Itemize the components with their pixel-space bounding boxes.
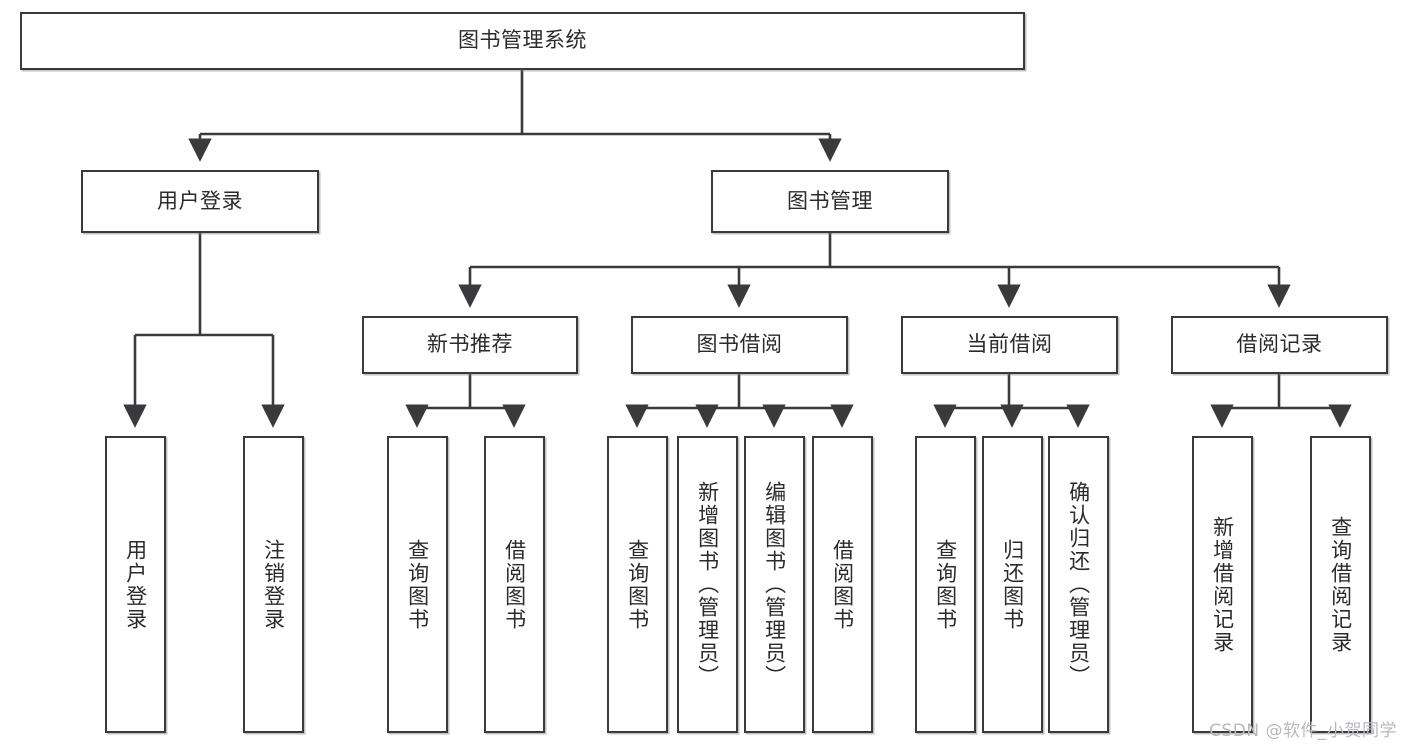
node-leaf-query-borrow-record[interactable]: 查询借阅记录 xyxy=(1310,436,1371,733)
node-root[interactable]: 图书管理系统 xyxy=(20,12,1025,70)
edges-bookmanage-to-level3 xyxy=(458,233,1291,308)
node-new-book-recommend-label: 新书推荐 xyxy=(427,332,513,357)
node-leaf-user-login-label: 用户登录 xyxy=(123,538,148,631)
node-leaf-query-book-borrow[interactable]: 查询图书 xyxy=(607,436,668,733)
watermark-text: CSDN @软件_小贺同学 xyxy=(1209,721,1397,741)
node-leaf-borrow-book[interactable]: 借阅图书 xyxy=(812,436,873,733)
node-borrow-record[interactable]: 借阅记录 xyxy=(1171,316,1388,374)
node-leaf-confirm-return-admin[interactable]: 确认归还（管理员） xyxy=(1048,436,1109,733)
node-current-borrow-label: 当前借阅 xyxy=(966,332,1053,357)
node-leaf-edit-book-admin[interactable]: 编辑图书（管理员） xyxy=(744,436,805,733)
edges-bookborrow-to-leaves xyxy=(625,374,854,428)
node-leaf-query-borrow-record-label: 查询借阅记录 xyxy=(1328,515,1353,654)
node-book-manage[interactable]: 图书管理 xyxy=(711,170,949,233)
node-leaf-query-book-current[interactable]: 查询图书 xyxy=(915,436,976,733)
node-leaf-return-book-label: 归还图书 xyxy=(1000,538,1025,631)
node-book-borrow[interactable]: 图书借阅 xyxy=(631,316,848,374)
node-current-borrow[interactable]: 当前借阅 xyxy=(901,316,1118,374)
node-leaf-user-logout[interactable]: 注销登录 xyxy=(243,436,304,733)
node-leaf-edit-book-admin-label: 编辑图书（管理员） xyxy=(762,481,787,688)
node-leaf-query-book-borrow-label: 查询图书 xyxy=(625,538,650,631)
edges-currentborrow-to-leaves xyxy=(933,374,1090,428)
edges-userlogin-to-leaves xyxy=(123,233,285,428)
node-leaf-add-book-admin[interactable]: 新增图书（管理员） xyxy=(677,436,738,733)
node-root-label: 图书管理系统 xyxy=(458,28,587,53)
node-leaf-borrow-book-rec-label: 借阅图书 xyxy=(502,538,527,631)
node-leaf-query-book-current-label: 查询图书 xyxy=(933,538,958,631)
node-user-login[interactable]: 用户登录 xyxy=(81,170,319,233)
node-leaf-user-logout-label: 注销登录 xyxy=(261,538,286,631)
edges-root-to-level2 xyxy=(188,70,842,162)
node-book-manage-label: 图书管理 xyxy=(787,188,873,213)
node-book-borrow-label: 图书借阅 xyxy=(696,332,783,357)
node-user-login-label: 用户登录 xyxy=(157,188,243,213)
node-leaf-add-borrow-record[interactable]: 新增借阅记录 xyxy=(1192,436,1253,733)
node-borrow-record-label: 借阅记录 xyxy=(1236,332,1323,357)
node-leaf-add-book-admin-label: 新增图书（管理员） xyxy=(695,481,720,688)
node-leaf-query-book-rec[interactable]: 查询图书 xyxy=(387,436,448,733)
node-leaf-borrow-book-label: 借阅图书 xyxy=(830,538,855,631)
node-leaf-return-book[interactable]: 归还图书 xyxy=(982,436,1043,733)
edges-newbook-to-leaves xyxy=(405,374,526,428)
node-leaf-confirm-return-admin-label: 确认归还（管理员） xyxy=(1066,481,1091,688)
node-leaf-borrow-book-rec[interactable]: 借阅图书 xyxy=(484,436,545,733)
node-new-book-recommend[interactable]: 新书推荐 xyxy=(362,316,578,374)
edges-borrowrecord-to-leaves xyxy=(1210,374,1352,428)
node-leaf-add-borrow-record-label: 新增借阅记录 xyxy=(1210,515,1235,654)
node-leaf-user-login[interactable]: 用户登录 xyxy=(105,436,166,733)
node-leaf-query-book-rec-label: 查询图书 xyxy=(405,538,430,631)
